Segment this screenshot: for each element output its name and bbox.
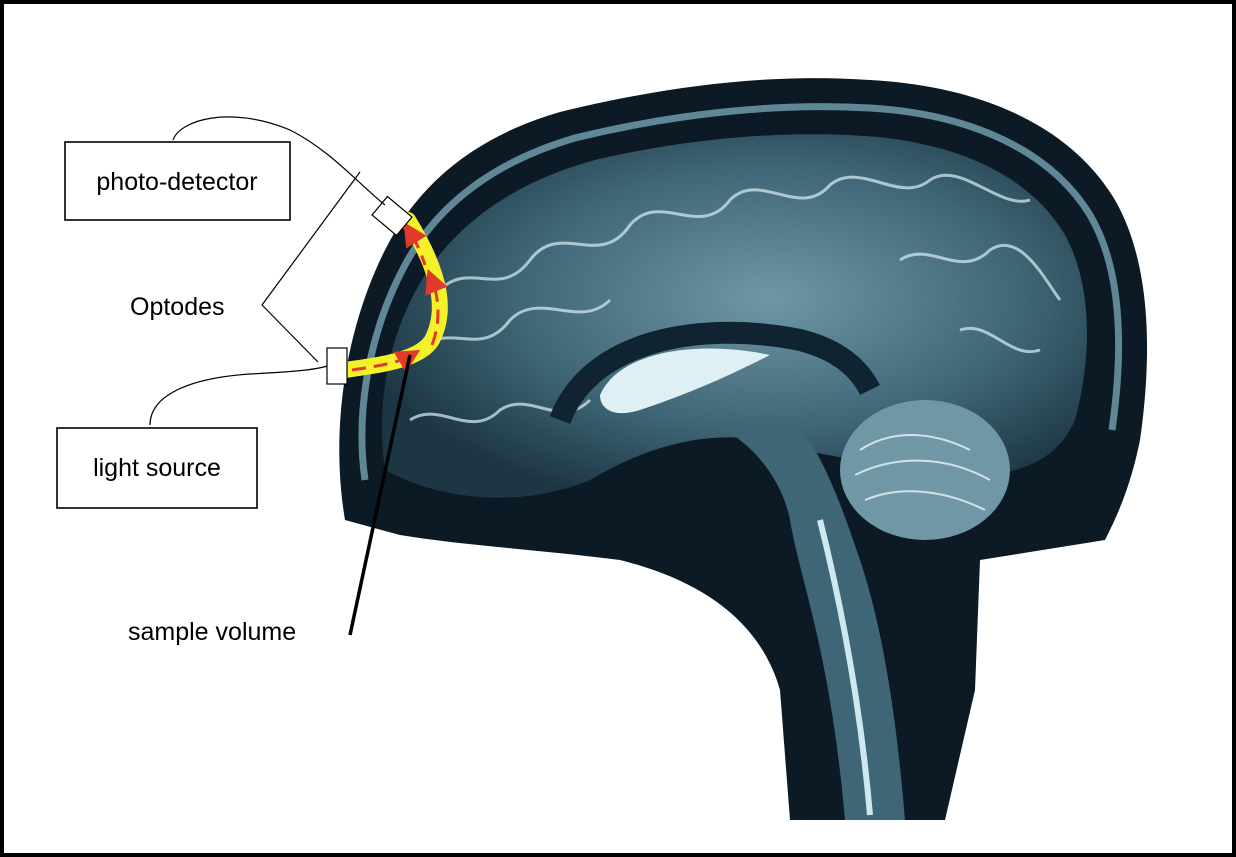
light-source-label: light source bbox=[93, 454, 221, 482]
source-cable bbox=[150, 366, 327, 425]
optodes-label: Optodes bbox=[130, 293, 225, 321]
source-optode bbox=[327, 348, 347, 384]
sample-volume-label: sample volume bbox=[128, 618, 296, 646]
mri-brain-image bbox=[339, 78, 1147, 820]
photo-detector-label: photo-detector bbox=[96, 168, 257, 196]
